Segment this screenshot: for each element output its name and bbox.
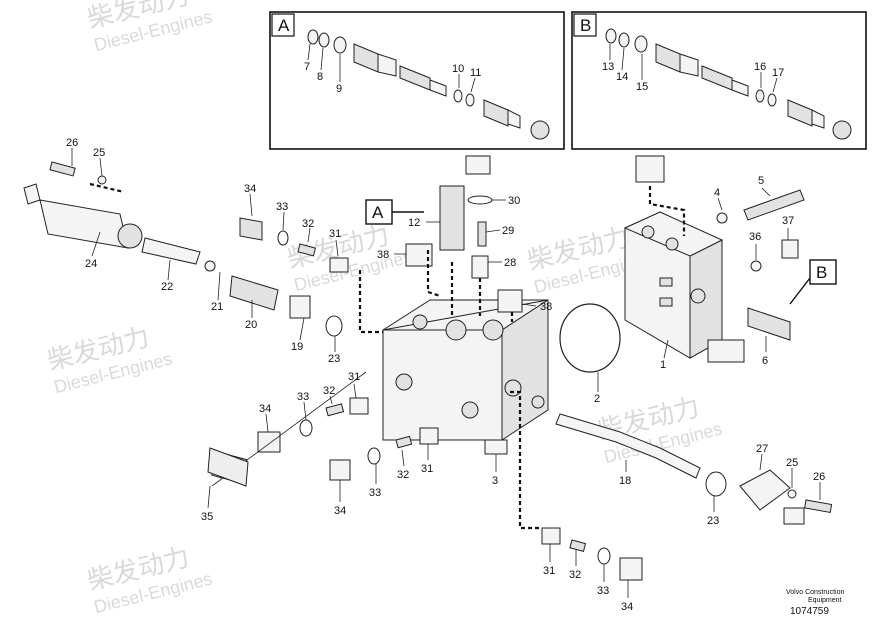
callout-label: 36 [749, 231, 761, 243]
callout-label: 30 [508, 195, 520, 207]
view-ref-a: A [365, 199, 424, 225]
callout-label: 32 [397, 469, 409, 481]
credit-block: Volvo Construction Equipment 1074759 [786, 589, 844, 617]
view-ref-b-label: B [816, 263, 827, 282]
view-ref-a-label: A [372, 203, 384, 222]
callout-label: 22 [161, 281, 173, 293]
callout-label: 3 [492, 475, 498, 487]
callout-label: 16 [754, 61, 766, 73]
callout-label: 19 [291, 341, 303, 353]
callout-label: 38 [377, 249, 389, 261]
callout-label: 15 [636, 81, 648, 93]
callout-label: 34 [259, 403, 271, 415]
callout-label: 5 [758, 175, 764, 187]
callout-label: 37 [782, 215, 794, 227]
callout-label: 11 [470, 67, 481, 79]
callout-label: 2 [594, 393, 600, 405]
callout-labels: 7 8 9 10 11 13 14 15 16 17 26 25 24 22 2… [66, 61, 825, 613]
callout-label: 26 [66, 137, 78, 149]
detail-box-b-label: B [580, 16, 591, 35]
callout-label: 17 [772, 67, 784, 79]
callout-label: 35 [201, 511, 213, 523]
view-ref-b: B [789, 259, 837, 305]
callout-label: 32 [569, 569, 581, 581]
callout-label: 28 [504, 257, 516, 269]
credit-line2: Equipment [808, 597, 842, 604]
callout-label: 29 [502, 225, 514, 237]
o-ring-large [559, 303, 621, 373]
callout-label: 6 [762, 355, 768, 367]
callout-label: 33 [297, 391, 309, 403]
callout-label: 9 [336, 83, 342, 95]
valve-section-housing [623, 211, 745, 363]
callout-label: 23 [707, 515, 719, 527]
callout-label: 34 [621, 601, 633, 613]
callout-label: 12 [408, 217, 420, 229]
detail-box-a-label: A [278, 16, 290, 35]
callout-label: 25 [786, 457, 798, 469]
assembly-lines [89, 182, 686, 530]
callout-label: 33 [597, 585, 609, 597]
valve-body [382, 299, 549, 455]
callout-label: 31 [543, 565, 555, 577]
callout-label: 8 [317, 71, 323, 83]
callout-label: 24 [85, 258, 97, 270]
callout-label: 32 [302, 218, 314, 230]
callout-label: 33 [369, 487, 381, 499]
callout-label: 27 [756, 443, 768, 455]
callout-label: 23 [328, 353, 340, 365]
callout-label: 7 [304, 61, 310, 73]
watermarks: 柴发动力 Diesel-Engines 柴发动力 Diesel-Engines … [44, 0, 724, 617]
callout-label: 31 [348, 371, 360, 383]
callout-label: 13 [602, 61, 614, 73]
callout-label: 18 [619, 475, 631, 487]
callout-label: 20 [245, 319, 257, 331]
callout-label: 10 [452, 63, 464, 75]
callout-label: 26 [813, 471, 825, 483]
right-parts [555, 155, 833, 525]
leader-lines [71, 148, 821, 598]
callout-label: 4 [714, 187, 720, 199]
callout-label: 33 [276, 201, 288, 213]
callout-label: 31 [421, 463, 433, 475]
callout-label: 34 [244, 183, 256, 195]
callout-label: 38 [540, 301, 552, 313]
callout-label: 21 [211, 301, 223, 313]
callout-label: 34 [334, 505, 346, 517]
left-parts [23, 161, 349, 337]
callout-label: 32 [323, 385, 335, 397]
detail-box-a: A [269, 11, 565, 150]
callout-label: 14 [616, 71, 628, 83]
callout-label: 25 [93, 147, 105, 159]
callout-label: 1 [660, 359, 666, 371]
detail-box-b: B [571, 11, 867, 150]
callout-label: 31 [329, 228, 341, 240]
top-parts [405, 155, 523, 313]
drawing-number: 1074759 [790, 606, 829, 617]
credit-line1: Volvo Construction [786, 589, 844, 596]
